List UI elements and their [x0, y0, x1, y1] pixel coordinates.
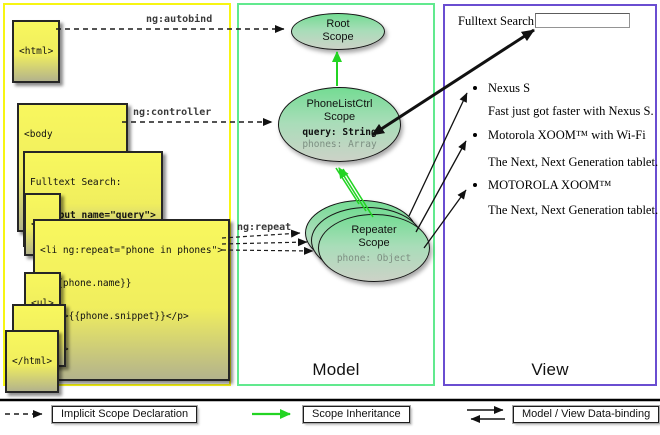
model-panel-label: Model — [312, 360, 360, 379]
code-line: <li ng:repeat="phone in phones"> — [40, 245, 224, 256]
code-line: {{phone.name}} — [40, 278, 132, 289]
view-item-title: Nexus S — [488, 81, 531, 95]
phonelistctrl-scope-title: PhoneListCtrl — [306, 98, 373, 110]
edge-label-ng-autobind: ng:autobind — [146, 14, 213, 25]
phonelistctrl-prop-phones: phones: Array — [302, 139, 377, 150]
phonelistctrl-scope-title: Scope — [323, 111, 356, 123]
view-panel: View — [443, 4, 657, 386]
root-scope-title: Scope — [322, 31, 354, 43]
code-line: <ul> — [31, 298, 54, 309]
view-search-input[interactable] — [535, 13, 630, 28]
edge-label-ng-repeat: ng:repeat — [237, 222, 292, 233]
code-line: </li> — [40, 344, 223, 355]
repeater-scope-title: Repeater — [351, 224, 397, 236]
repeater-prop-phone: phone: Object — [336, 253, 412, 264]
legend-implicit-scope-box: Implicit Scope Declaration — [52, 406, 198, 423]
view-search-label: Fulltext Search: — [458, 14, 538, 28]
code-line: <html> — [19, 46, 54, 57]
bullet-icon — [473, 86, 477, 90]
view-item-desc: Fast just got faster with Nexus S. — [488, 104, 654, 118]
code-line: <body — [24, 129, 53, 140]
edge-label-ng-controller: ng:controller — [133, 107, 212, 118]
phonelistctrl-prop-query: query: String — [302, 127, 377, 138]
legend-databinding-box: Model / View Data-binding — [513, 406, 660, 423]
legend-scope-inheritance-box: Scope Inheritance — [303, 406, 410, 423]
phonelistctrl-scope-ellipse: PhoneListCtrl Scope query: String phones… — [278, 87, 401, 162]
repeater-scope-ellipse-front: Repeater Scope phone: Object — [318, 214, 430, 282]
repeater-scope-title: Scope — [358, 237, 390, 249]
code-line: <p>{{phone.snippet}}</p> — [40, 311, 189, 322]
root-scope-ellipse: Root Scope — [291, 13, 385, 50]
view-item-title: Motorola XOOM™ with Wi-Fi — [488, 128, 646, 142]
code-line: Fulltext Search: — [30, 177, 122, 188]
code-line: </html> — [12, 356, 53, 367]
root-scope-title: Root — [326, 18, 350, 30]
bullet-icon — [473, 183, 477, 187]
model-panel: Model — [237, 3, 435, 386]
code-box-html-open: <html> — [12, 20, 61, 83]
view-panel-label: View — [531, 360, 569, 379]
view-item-title: MOTOROLA XOOM™ — [488, 178, 612, 192]
view-item-desc: The Next, Next Generation tablet. — [488, 155, 659, 169]
bullet-icon — [473, 133, 477, 137]
view-item-desc: The Next, Next Generation tablet. — [488, 203, 659, 217]
code-box-li-repeat: <li ng:repeat="phone in phones"> {{phone… — [33, 219, 231, 381]
code-box-html-close: </html> — [5, 330, 60, 393]
